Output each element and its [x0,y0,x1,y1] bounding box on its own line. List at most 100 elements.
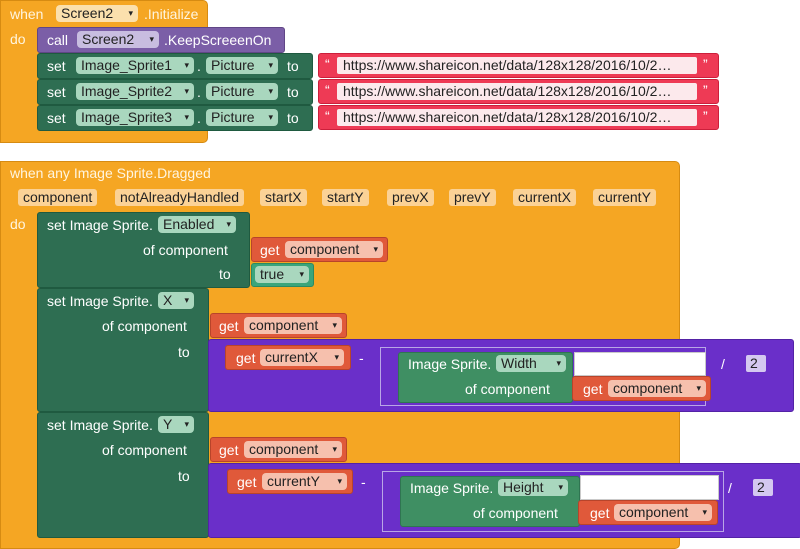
chevron-down-icon: ▾ [373,244,378,254]
variable-value: component [249,317,319,333]
boolean-dropdown[interactable]: true ▾ [255,266,309,283]
of-component-label: of component [465,381,550,397]
param-prevy[interactable]: prevY [449,189,496,206]
param-prevx[interactable]: prevX [387,189,434,206]
event-header: when any Image Sprite.Dragged [10,165,211,181]
property-value: Picture [211,83,255,99]
empty-socket [574,352,706,376]
boolean-value: true [260,266,285,282]
open-quote: “ [325,82,330,98]
call-method: .KeepScreeenOn [164,32,272,48]
property-value: Height [503,479,544,495]
getter-label: Image Sprite. [410,480,494,496]
close-quote: ” [703,56,708,72]
get-label: get [219,442,239,458]
variable-value: component [290,241,360,257]
variable-dropdown[interactable]: component ▾ [614,504,712,521]
screen-dropdown-value: Screen2 [61,5,114,21]
property-value: Picture [211,109,255,125]
screen-dropdown[interactable]: Screen2 ▾ [56,5,138,22]
chevron-down-icon: ▾ [184,112,189,122]
chevron-down-icon: ▾ [268,112,273,122]
chevron-down-icon: ▾ [184,419,189,429]
height-getter-block[interactable] [400,476,580,527]
chevron-down-icon: ▾ [149,34,154,44]
set-label: set [47,110,66,126]
divide-operator: / [728,480,732,496]
dot-label: . [197,84,201,100]
set-label: set Image Sprite. [47,217,153,233]
to-label: to [287,58,299,74]
number-field[interactable]: 2 [746,355,766,372]
property-dropdown[interactable]: X ▾ [158,292,194,309]
chevron-down-icon: ▾ [337,476,342,486]
variable-dropdown[interactable]: currentY ▾ [262,473,347,490]
property-value: Width [501,355,537,371]
property-dropdown[interactable]: Enabled ▾ [158,216,236,233]
variable-dropdown[interactable]: component ▾ [608,380,706,397]
chevron-down-icon: ▾ [332,320,337,330]
variable-dropdown[interactable]: component ▾ [244,441,342,458]
property-dropdown[interactable]: Width ▾ [496,355,566,372]
get-label: get [237,474,257,490]
param-notalreadyhandled[interactable]: notAlreadyHandled [115,189,245,206]
variable-value: component [613,380,683,396]
dot-label: . [197,110,201,126]
of-component-label: of component [143,242,228,258]
set-label: set [47,84,66,100]
component-value: Image_Sprite1 [81,57,173,73]
get-label: get [590,505,610,521]
chevron-down-icon: ▾ [702,507,707,517]
minus-operator: - [361,474,366,490]
variable-dropdown[interactable]: currentX ▾ [260,349,344,366]
component-dropdown[interactable]: Image_Sprite1 ▾ [76,57,194,74]
to-label: to [287,84,299,100]
url-text-field[interactable]: https://www.shareicon.net/data/128x128/2… [337,83,697,100]
param-component[interactable]: component [18,189,98,206]
to-label: to [178,468,190,484]
minus-operator: - [359,350,364,366]
open-quote: “ [325,108,330,124]
property-dropdown[interactable]: Y ▾ [158,416,194,433]
open-quote: “ [325,56,330,72]
call-component-dropdown[interactable]: Screen2 ▾ [77,31,159,48]
param-startx[interactable]: startX [260,189,307,206]
chevron-down-icon: ▾ [299,269,304,279]
component-dropdown[interactable]: Image_Sprite3 ▾ [76,109,194,126]
chevron-down-icon: ▾ [332,444,337,454]
do-label: do [10,216,26,232]
property-value: Enabled [163,216,215,232]
chevron-down-icon: ▾ [184,60,189,70]
chevron-down-icon: ▾ [268,86,273,96]
variable-dropdown[interactable]: component ▾ [285,241,383,258]
component-dropdown[interactable]: Image_Sprite2 ▾ [76,83,194,100]
component-value: Image_Sprite3 [81,109,173,125]
set-label: set Image Sprite. [47,417,153,433]
param-starty[interactable]: startY [322,189,369,206]
variable-value: component [619,504,689,520]
url-text-field[interactable]: https://www.shareicon.net/data/128x128/2… [337,109,697,126]
chevron-down-icon: ▾ [558,482,563,492]
property-value: X [163,292,173,308]
property-dropdown[interactable]: Picture ▾ [206,109,278,126]
set-y-block[interactable] [37,412,209,538]
do-label: do [10,31,26,47]
chevron-down-icon: ▾ [184,295,189,305]
variable-dropdown[interactable]: component ▾ [244,317,342,334]
to-label: to [178,344,190,360]
number-field[interactable]: 2 [753,479,773,496]
param-currentx[interactable]: currentX [513,189,576,206]
url-text-field[interactable]: https://www.shareicon.net/data/128x128/2… [337,57,697,74]
chevron-down-icon: ▾ [184,86,189,96]
get-label: get [219,318,239,334]
param-currenty[interactable]: currentY [593,189,656,206]
subtract-block-outline[interactable] [382,471,724,532]
property-dropdown[interactable]: Height ▾ [498,479,568,496]
dot-label: . [197,58,201,74]
property-value: Y [163,416,173,432]
call-component-value: Screen2 [82,31,135,47]
set-label: set Image Sprite. [47,293,153,309]
set-label: set [47,58,66,74]
property-dropdown[interactable]: Picture ▾ [206,83,278,100]
property-dropdown[interactable]: Picture ▾ [206,57,278,74]
